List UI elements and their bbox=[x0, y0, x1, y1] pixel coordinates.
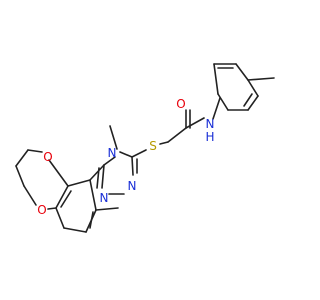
atom-s-thioether: S bbox=[149, 139, 157, 153]
atom-o-carbonyl: O bbox=[176, 97, 185, 111]
atom-n-triazole-a: N bbox=[128, 179, 137, 193]
molecule-structure: O N H S N N N O O bbox=[15, 63, 275, 233]
atom-o-ring-top: O bbox=[43, 150, 52, 164]
atom-n-triazole-methyl: N bbox=[108, 146, 117, 160]
atom-labels: O N H S N N N O O bbox=[37, 97, 214, 217]
bond-lines bbox=[15, 63, 275, 233]
atom-o-ring-bottom: O bbox=[37, 203, 46, 217]
atom-n-triazole-b: N bbox=[100, 191, 109, 205]
atom-h-amide: H bbox=[205, 130, 214, 144]
atom-n-amide: N bbox=[206, 117, 215, 131]
